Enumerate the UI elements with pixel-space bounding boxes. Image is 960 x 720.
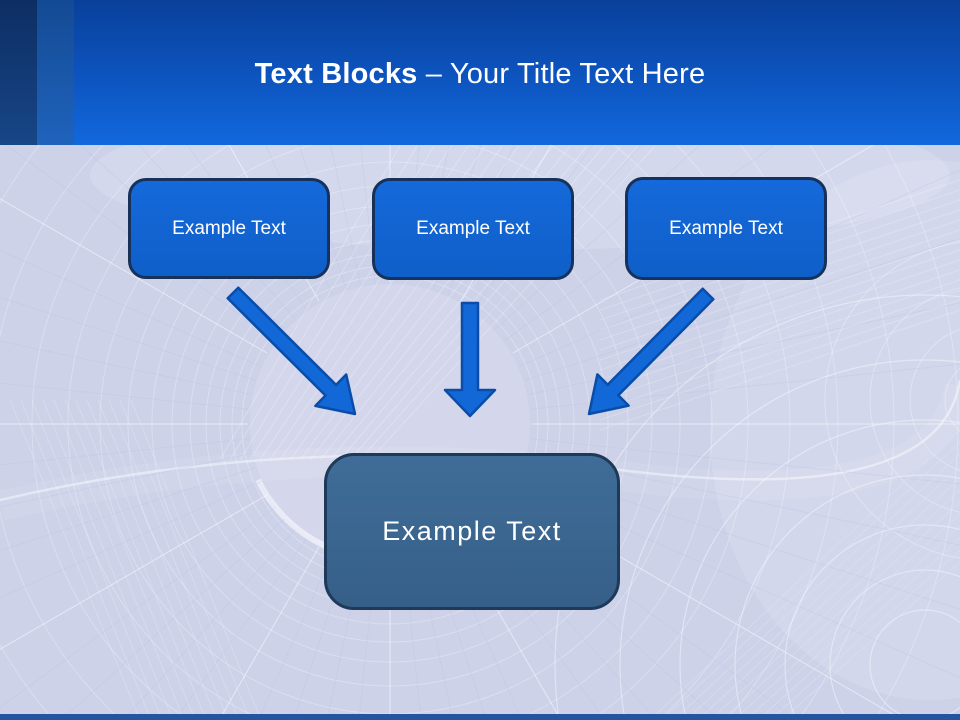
text-block-1-label: Example Text xyxy=(172,217,286,239)
slide-title-bold: Text Blocks xyxy=(254,58,418,90)
text-block-1: Example Text xyxy=(128,178,330,279)
slide-title: Text Blocks – Your Title Text Here xyxy=(255,58,706,91)
title-bar: Text Blocks – Your Title Text Here xyxy=(0,0,960,145)
text-block-2: Example Text xyxy=(372,178,574,280)
left-accent-stripe-dark xyxy=(0,0,37,145)
text-block-3-label: Example Text xyxy=(669,217,783,239)
slide-title-rest: – Your Title Text Here xyxy=(417,58,706,90)
text-block-2-label: Example Text xyxy=(416,218,530,239)
left-accent-stripe-medium xyxy=(37,0,74,145)
text-block-target-label: Example Text xyxy=(382,516,562,546)
footer-accent-bar xyxy=(0,714,960,720)
text-block-target: Example Text xyxy=(324,453,620,610)
text-block-3: Example Text xyxy=(625,177,827,280)
